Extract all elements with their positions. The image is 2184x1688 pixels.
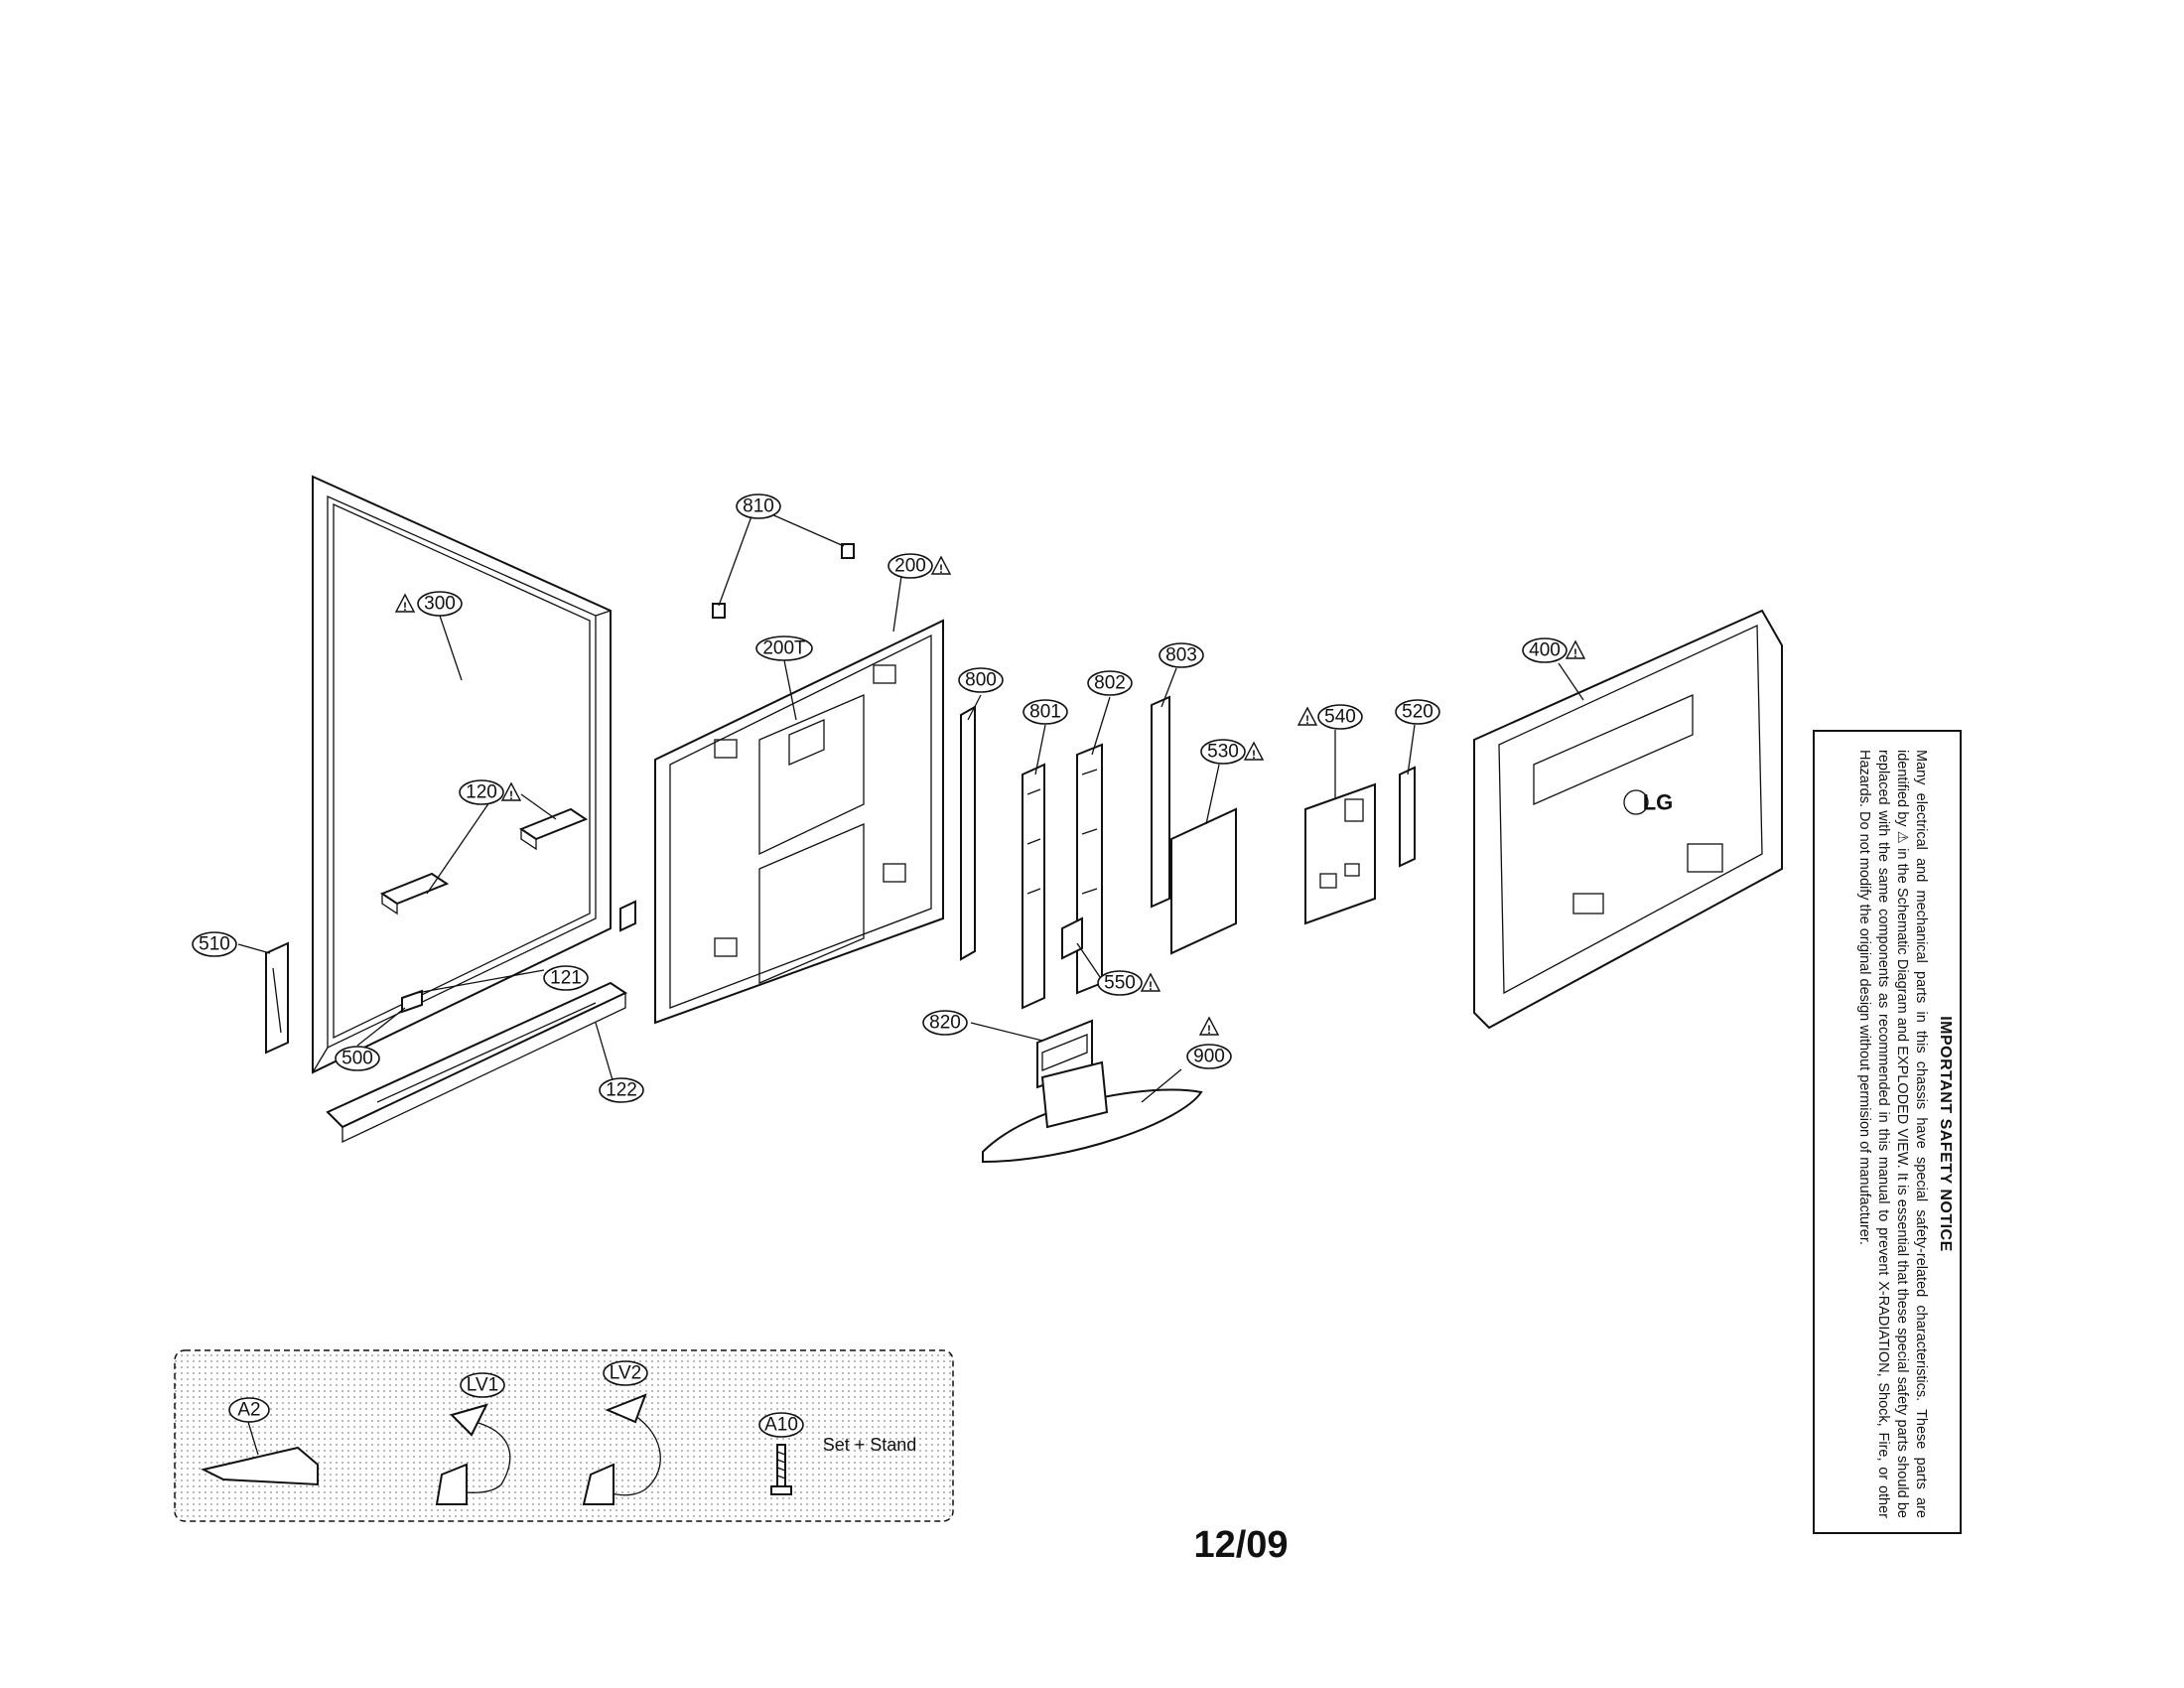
warning-icon-mark: ! xyxy=(1305,713,1309,727)
warning-icon xyxy=(394,593,416,613)
rear-cover-400: LG xyxy=(1473,609,1783,1030)
callout-802-label: 802 xyxy=(1094,673,1126,694)
board-520 xyxy=(1399,766,1416,868)
board-510 xyxy=(265,941,289,1055)
accessories-box: A2 LV1 LV2 A10 Set + Stand xyxy=(174,1349,954,1522)
callout-900-label: 900 xyxy=(1193,1047,1225,1067)
callout-530: 530 ! xyxy=(1200,739,1265,765)
bracket-121 xyxy=(619,900,636,932)
clip-810-a xyxy=(712,603,726,619)
callout-300: ! 300 xyxy=(394,591,463,617)
callout-500-label: 500 xyxy=(341,1049,373,1069)
callout-122-label: 122 xyxy=(606,1080,637,1101)
callout-802: 802 xyxy=(1087,670,1133,696)
callout-540-label: 540 xyxy=(1324,707,1356,728)
warning-icon-mark: ! xyxy=(509,788,513,802)
warning-icon-mark: ! xyxy=(1573,646,1577,660)
warning-icon-mark: ! xyxy=(1207,1023,1211,1037)
speaker-120-left xyxy=(379,872,450,915)
important-safety-notice: IMPORTANT SAFETY NOTICE Many electrical … xyxy=(1813,730,1962,1534)
warning-icon xyxy=(930,555,952,575)
accessory-a10-note: Set + Stand xyxy=(823,1435,917,1455)
callout-801: 801 xyxy=(1023,699,1068,725)
callout-400: 400 ! xyxy=(1522,637,1586,663)
safety-notice-rotated: IMPORTANT SAFETY NOTICE Many electrical … xyxy=(1815,732,1964,1536)
stand-base-900 xyxy=(982,1060,1203,1164)
accessory-a2: A2 xyxy=(201,1397,319,1486)
board-802 xyxy=(1076,743,1103,995)
board-803 xyxy=(1151,695,1170,909)
callout-121: 121 xyxy=(543,965,589,991)
warning-icon xyxy=(1297,706,1318,726)
clip-810-b xyxy=(841,543,855,559)
callout-540: ! 540 xyxy=(1297,704,1363,730)
warning-icon xyxy=(1198,1016,1220,1036)
callout-803: 803 xyxy=(1159,642,1204,668)
callout-520-label: 520 xyxy=(1402,702,1433,723)
callout-810-label: 810 xyxy=(743,496,774,517)
warning-icon xyxy=(1565,639,1586,659)
chassis-frame-200 xyxy=(654,619,944,1025)
callout-510: 510 xyxy=(192,931,237,957)
warning-icon xyxy=(1243,741,1265,761)
accessory-a2-label: A2 xyxy=(237,1400,260,1421)
rear-logo: LG xyxy=(1643,790,1674,815)
callout-800-label: 800 xyxy=(965,670,997,691)
callout-900: ! 900 xyxy=(1186,1016,1232,1069)
warning-icon-mark: ! xyxy=(403,600,407,614)
callout-121-label: 121 xyxy=(550,968,582,989)
callout-200T-label: 200T xyxy=(762,638,806,659)
board-800 xyxy=(960,705,976,961)
callout-803-label: 803 xyxy=(1165,645,1197,666)
accessory-lv2: LV2 xyxy=(582,1360,661,1505)
callout-122: 122 xyxy=(599,1077,644,1103)
safety-notice-body: Many electrical and mechanical parts in … xyxy=(1856,750,1929,1518)
callout-801-label: 801 xyxy=(1029,702,1061,723)
warning-icon-mark: ! xyxy=(939,562,943,576)
callout-200-label: 200 xyxy=(894,556,926,577)
board-500 xyxy=(401,989,423,1014)
callout-520: 520 xyxy=(1395,699,1440,725)
speaker-120-right xyxy=(518,807,589,851)
bottom-cover-122 xyxy=(326,981,628,1144)
warning-icon xyxy=(1140,972,1161,992)
warning-icon-mark: ! xyxy=(1149,979,1153,993)
warning-icon-mark: ! xyxy=(1252,748,1256,762)
safety-notice-title: IMPORTANT SAFETY NOTICE xyxy=(1937,1016,1954,1252)
callout-530-label: 530 xyxy=(1207,742,1239,763)
callout-550: 550 ! xyxy=(1097,970,1161,996)
accessory-lv1-label: LV1 xyxy=(467,1375,498,1396)
callout-500: 500 xyxy=(335,1046,380,1071)
warning-icon xyxy=(500,781,522,801)
insulator-530 xyxy=(1170,807,1237,955)
callout-820-label: 820 xyxy=(929,1013,961,1034)
callout-200T: 200T xyxy=(755,635,813,661)
callout-510-label: 510 xyxy=(199,934,230,955)
callout-120: 120 ! xyxy=(459,779,522,805)
callout-820: 820 xyxy=(922,1010,968,1036)
callout-400-label: 400 xyxy=(1529,640,1561,661)
main-board-540 xyxy=(1304,782,1376,925)
accessory-lv2-label: LV2 xyxy=(610,1363,641,1384)
page-number: 12/09 xyxy=(1193,1524,1289,1566)
accessory-a10-label: A10 xyxy=(764,1415,798,1436)
callout-200: 200 ! xyxy=(887,553,952,579)
accessory-a10-screw: A10 Set + Stand xyxy=(758,1412,917,1495)
callout-300-label: 300 xyxy=(424,594,456,615)
accessory-lv1: LV1 xyxy=(435,1372,511,1505)
callout-120-label: 120 xyxy=(466,782,497,803)
callout-550-label: 550 xyxy=(1104,973,1136,994)
callout-810: 810 xyxy=(736,493,781,519)
board-801 xyxy=(1022,763,1045,1010)
board-550 xyxy=(1061,916,1083,960)
front-bezel-300 xyxy=(312,475,612,1074)
callout-800: 800 xyxy=(958,667,1004,693)
